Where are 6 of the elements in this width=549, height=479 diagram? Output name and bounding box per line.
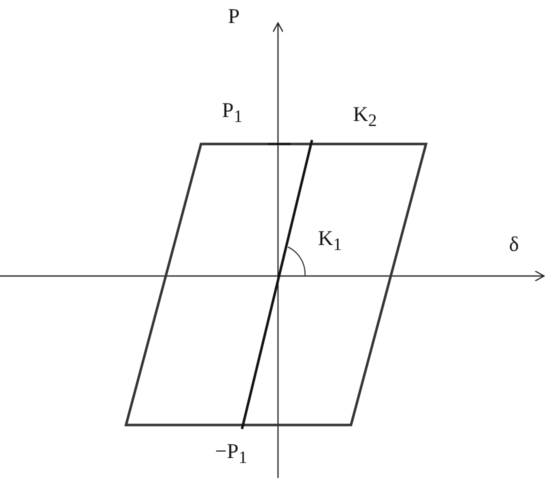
load-label: −P$_{1}$ — [215, 441, 248, 467]
axis-label: P — [228, 6, 240, 27]
stiffness-label: K$_{2}$ — [353, 104, 377, 130]
load-label: P$_{1}$ — [222, 100, 242, 126]
axis-label: δ — [509, 234, 519, 255]
stiffness-label: K$_{1}$ — [318, 228, 342, 254]
